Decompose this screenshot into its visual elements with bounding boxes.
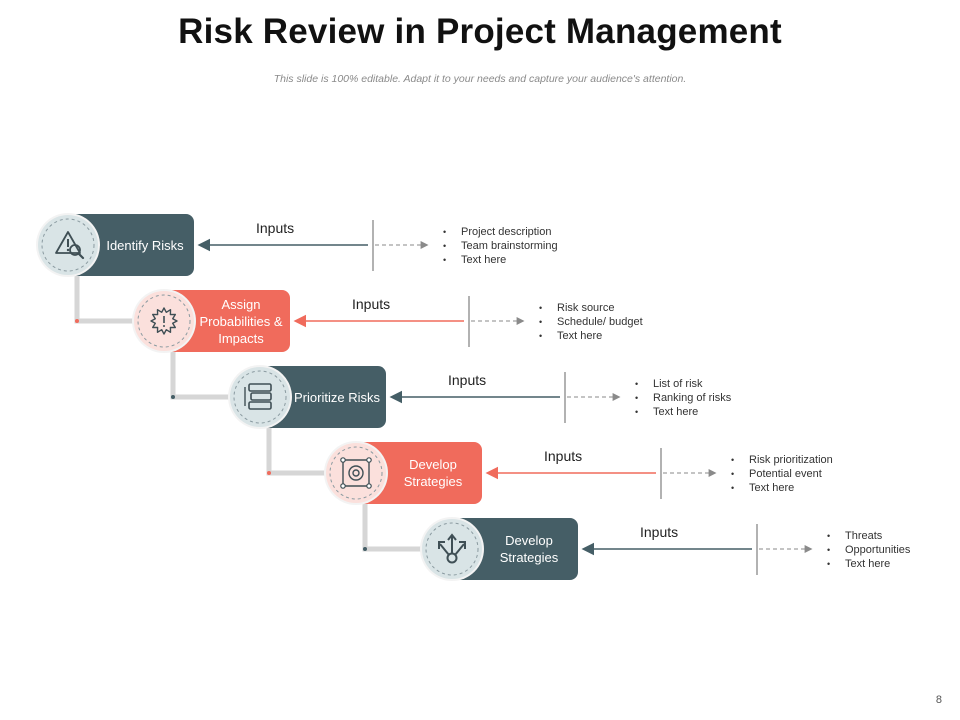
step-box	[356, 442, 482, 504]
slide-title: Risk Review in Project Management	[178, 12, 782, 51]
step-box	[452, 518, 578, 580]
step-box	[164, 290, 290, 352]
bullet-item: Team brainstorming	[443, 239, 558, 253]
bullet-item: Text here	[635, 405, 731, 419]
inputs-label: Inputs	[352, 296, 391, 312]
bullet-item: Potential event	[731, 467, 833, 481]
branching-arrows-icon	[438, 533, 466, 564]
bullet-item: Ranking of risks	[635, 391, 731, 405]
step-circle	[230, 367, 290, 427]
step-label: Assign Probabilities & Impacts	[199, 296, 283, 346]
inputs-label: Inputs	[448, 372, 487, 388]
bullet-item: Schedule/ budget	[539, 315, 643, 329]
inputs-label: Inputs	[256, 220, 295, 236]
bullet-item: Text here	[539, 329, 643, 343]
step-circle-dashed-ring	[137, 294, 191, 348]
input-bullet-list: ThreatsOpportunitiesText here	[827, 529, 910, 571]
slide-subtitle: This slide is 100% editable. Adapt it to…	[273, 73, 687, 85]
page-number: 8	[935, 694, 942, 706]
step-1	[36, 213, 429, 277]
input-bullet-list: Risk prioritizationPotential eventText h…	[731, 453, 833, 495]
step-connector	[266, 427, 328, 476]
target-network-icon	[340, 457, 372, 489]
step-5	[420, 517, 813, 581]
bullet-item: Risk source	[539, 301, 643, 315]
bullet-item: Text here	[827, 557, 910, 571]
step-label: Prioritize Risks	[294, 389, 380, 405]
step-box	[260, 366, 386, 428]
bullet-item: Text here	[731, 481, 833, 495]
bullet-item: Project description	[443, 225, 558, 239]
step-circle-dashed-ring	[425, 522, 479, 576]
step-2	[132, 289, 525, 353]
input-bullet-list: Risk sourceSchedule/ budgetText here	[539, 301, 643, 343]
bullet-item: Opportunities	[827, 543, 910, 557]
input-bullet-list: List of riskRanking of risksText here	[635, 377, 731, 419]
step-connector	[74, 275, 136, 324]
bullet-item: Text here	[443, 253, 558, 267]
step-label: Develop Strategies	[403, 457, 463, 489]
step-label: Identify Risks	[106, 237, 184, 253]
step-circle-dashed-ring	[41, 218, 95, 272]
inputs-label: Inputs	[544, 448, 583, 464]
bullet-item: Risk prioritization	[731, 453, 833, 467]
step-connector	[362, 503, 424, 552]
bullet-item: Threats	[827, 529, 910, 543]
warning-magnifier-icon	[55, 231, 85, 260]
step-3	[228, 365, 621, 429]
bullet-item: List of risk	[635, 377, 731, 391]
connector-dot	[171, 395, 175, 399]
input-bullet-list: Project descriptionTeam brainstormingTex…	[443, 225, 558, 267]
step-label: Develop Strategies	[499, 533, 559, 565]
connector-dot	[363, 547, 367, 551]
step-circle-dashed-ring	[233, 370, 287, 424]
stacked-list-icon	[244, 383, 272, 410]
inputs-label: Inputs	[640, 524, 679, 540]
step-4	[324, 441, 717, 505]
step-connector	[170, 351, 232, 400]
step-box	[68, 214, 194, 276]
step-circle	[326, 443, 386, 503]
connector-dot	[75, 319, 79, 323]
step-circle-dashed-ring	[329, 446, 383, 500]
burst-alert-icon	[150, 307, 178, 335]
connector-dot	[267, 471, 271, 475]
